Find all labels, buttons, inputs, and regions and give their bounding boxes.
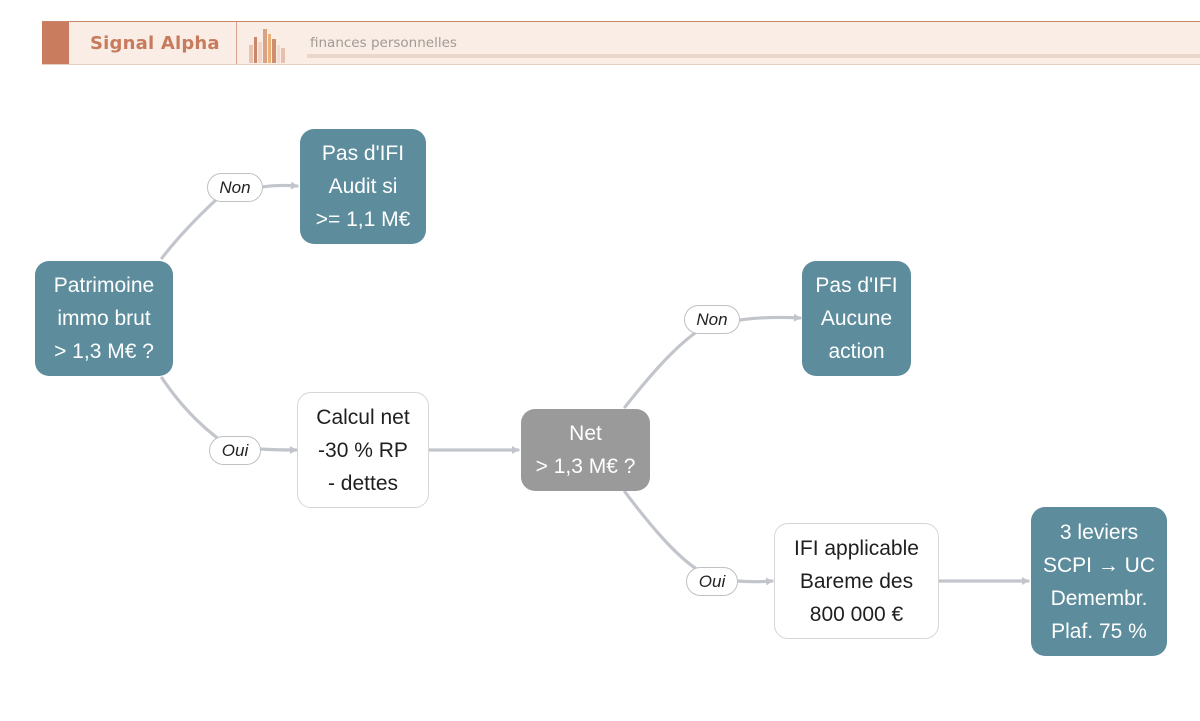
node-trois-leviers[interactable]: 3 leviers SCPI → UC Demembr. Plaf. 75 %	[1031, 507, 1167, 656]
skyline-logo-icon	[249, 29, 285, 63]
edge-label-oui: Oui	[686, 567, 738, 596]
edge-patrimoine-oui	[160, 376, 222, 442]
edge-patrimoine-non	[160, 196, 220, 260]
edge-non-pas-ifi-audit	[260, 181, 299, 190]
header-divider	[236, 22, 237, 64]
header-accent-block	[42, 22, 69, 64]
edge-label-oui: Oui	[209, 436, 261, 465]
node-calcul-net[interactable]: Calcul net -30 % RP - dettes	[297, 392, 429, 508]
edge-non-pas-ifi-aucune	[738, 313, 802, 322]
header-bar: Signal Alpha finances personnelles	[42, 21, 1200, 65]
edge-label-non: Non	[207, 173, 263, 202]
node-pas-ifi-aucune[interactable]: Pas d'IFI Aucune action	[802, 261, 911, 376]
node-net-question[interactable]: Net > 1,3 M€ ?	[521, 409, 650, 491]
header-subtitle: finances personnelles	[310, 35, 457, 51]
edge-label-non: Non	[684, 305, 740, 334]
edge-net-oui	[623, 490, 700, 572]
node-patrimoine-question[interactable]: Patrimoine immo brut > 1,3 M€ ?	[35, 261, 173, 376]
node-ifi-applicable[interactable]: IFI applicable Bareme des 800 000 €	[774, 523, 939, 639]
edge-net-non	[623, 331, 697, 409]
node-pas-ifi-audit[interactable]: Pas d'IFI Audit si >= 1,1 M€	[300, 129, 426, 244]
edge-oui-ifi-applicable	[735, 577, 774, 586]
brand-title[interactable]: Signal Alpha	[90, 33, 220, 54]
subtitle-underline	[307, 54, 1200, 58]
edge-oui-calcul-net	[258, 445, 298, 454]
